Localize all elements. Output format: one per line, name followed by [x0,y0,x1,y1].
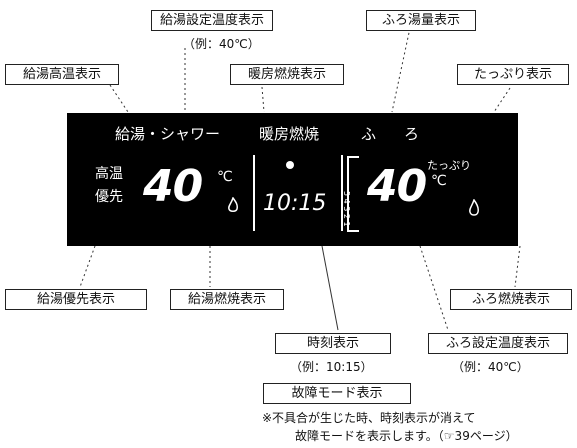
set-temp-example: （例：40℃） [183,37,260,51]
panel-divider-left [253,155,255,231]
bath-burn-label: ふろ燃焼表示 [450,289,572,310]
tappuri-label: たっぷり表示 [457,64,569,85]
bath-level-bracket [347,156,359,232]
leader-heating [261,86,265,113]
bath-level-scale: 5 4 3 2 1 [342,191,351,227]
hot-water-burn-label: 給湯燃焼表示 [170,289,284,310]
water-temp-value: 40 [143,161,203,212]
panel-label-fu: ふ [361,125,377,143]
panel-label-ro: ろ [404,125,420,143]
fault-mode-label: 故障モード表示 [263,383,411,404]
bath-level-label: ふろ湯量表示 [366,10,476,31]
bath-temp-value: 40 [367,161,427,212]
bath-flame-icon [469,199,479,216]
heating-indicator-icon [286,161,294,169]
water-flame-icon [228,197,238,212]
leader-bath-burn [514,245,521,288]
fault-note-line2: 故障モードを表示します。（☞39ページ） [295,429,518,443]
leader-clock [321,245,339,331]
water-temp-unit: ℃ [217,169,233,185]
set-temp-label: 給湯設定温度表示 [151,10,273,31]
priority-label: 給湯優先表示 [5,289,147,310]
priority-indicator: 優先 [95,189,123,205]
panel-divider-right [341,155,343,231]
leader-bath-set [419,245,449,331]
fault-note-line1: ※不具合が生じた時、時刻表示が消えて [262,411,476,425]
high-temp-label: 給湯高温表示 [5,64,119,85]
leader-tappuri [493,87,511,113]
bath-temp-unit: ℃ [431,173,447,189]
clock-example: （例：10:15） [290,360,373,374]
heating-burn-label: 暖房燃焼表示 [230,64,344,85]
tappuri-indicator: たっぷり [427,159,471,172]
leader-high-temp [109,84,129,113]
clock-label: 時刻表示 [275,333,391,354]
leader-bath-level [391,27,411,113]
display-panel: 給湯・シャワー 暖房燃焼 ふ ろ 高温 優先 40 ℃ 10:15 5 4 3 … [67,113,518,246]
panel-label-heating: 暖房燃焼 [259,125,320,143]
bath-set-example: （例：40℃） [452,360,529,374]
high-temp-indicator: 高温 [95,166,123,182]
clock-value: 10:15 [263,191,327,216]
leader-priority [79,245,96,288]
panel-label-shower: 給湯・シャワー [115,125,221,143]
bath-set-temp-label: ふろ設定温度表示 [428,333,568,354]
